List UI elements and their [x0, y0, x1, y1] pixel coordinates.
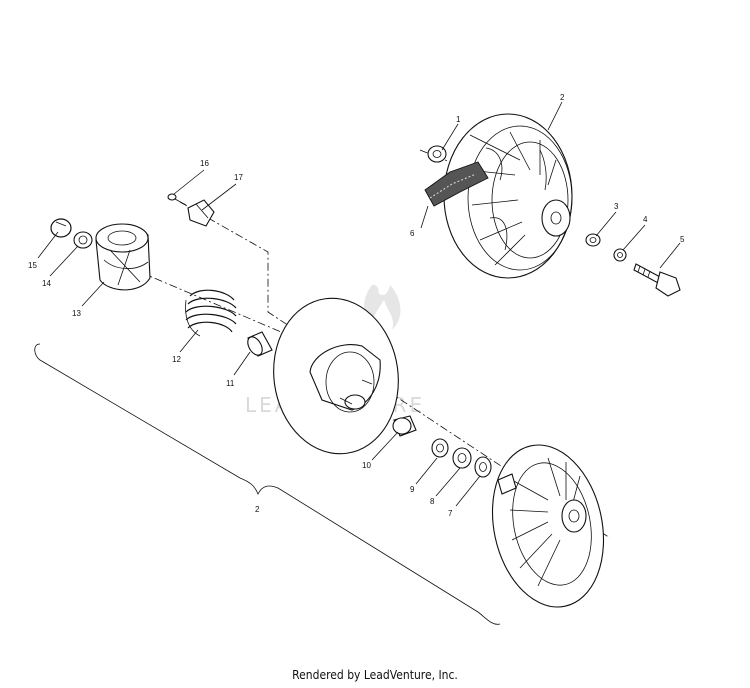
bushing-part-10 [392, 415, 417, 437]
callout-14: 14 [42, 279, 51, 288]
callout-5: 5 [680, 235, 685, 244]
callout-12: 12 [172, 355, 181, 364]
washer-part-14 [73, 231, 93, 249]
callout-2-bottom: 2 [255, 505, 260, 514]
lock-washer-part-4 [613, 248, 627, 262]
washer-part-1 [427, 145, 447, 163]
moveable-sheave [273, 297, 399, 455]
washer-part-7 [474, 456, 492, 478]
assembly-bracket [34, 343, 501, 625]
callout-15: 15 [28, 261, 37, 270]
cam-button-part-17 [187, 199, 215, 227]
helix-cam-part-13 [95, 223, 151, 291]
set-screw-part-16 [167, 193, 187, 206]
callout-16: 16 [200, 159, 209, 168]
callout-10: 10 [362, 461, 371, 470]
callout-8: 8 [430, 497, 435, 506]
callout-13: 13 [72, 309, 81, 318]
bolt-part-5 [633, 263, 681, 297]
primary-sheave-assembly [443, 113, 573, 279]
leader-lines [37, 101, 681, 507]
bushing-part-11 [247, 331, 273, 357]
drive-belt [424, 161, 489, 207]
assembly-axis-line [179, 201, 611, 539]
callout-labels: 1 2 3 4 5 6 7 8 9 10 11 12 13 14 15 16 1… [28, 93, 685, 518]
callout-4: 4 [643, 215, 648, 224]
snap-ring-part-15 [50, 218, 72, 238]
washer-part-3 [585, 233, 601, 247]
callout-11: 11 [226, 379, 235, 388]
callout-17: 17 [234, 173, 243, 182]
spring-axis-line [139, 271, 301, 341]
callout-9: 9 [410, 485, 415, 494]
callout-3: 3 [614, 202, 619, 211]
spring-part-12 [185, 289, 237, 337]
washer-part-8 [452, 447, 472, 469]
callout-1: 1 [456, 115, 461, 124]
callout-6: 6 [410, 229, 415, 238]
washer-part-9 [431, 438, 449, 458]
callout-2-top: 2 [560, 93, 565, 102]
callout-7: 7 [448, 509, 453, 518]
stationary-sheave [491, 444, 605, 608]
footer-credit: Rendered by LeadVenture, Inc. [292, 668, 458, 682]
